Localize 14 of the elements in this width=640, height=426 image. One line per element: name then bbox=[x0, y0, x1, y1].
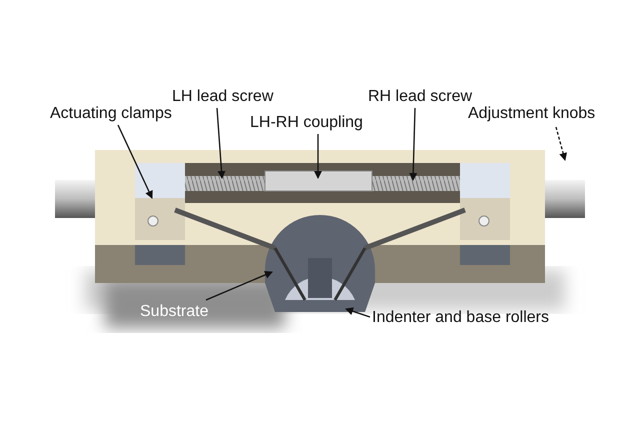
leader-line bbox=[216, 108, 226, 179]
leader-line bbox=[206, 271, 273, 301]
part-label: RH lead screw bbox=[368, 88, 472, 106]
part-label: Indenter and base rollers bbox=[372, 309, 549, 327]
part-label: Actuating clamps bbox=[50, 105, 172, 123]
leader-line bbox=[409, 108, 418, 181]
part-label: LH lead screw bbox=[172, 88, 274, 106]
part-label: Adjustment knobs bbox=[468, 105, 596, 123]
leader-line bbox=[555, 126, 568, 161]
leader-line bbox=[345, 307, 370, 318]
part-label: Substrate bbox=[140, 303, 208, 321]
part-label: LH-RH coupling bbox=[250, 114, 363, 132]
leader-line bbox=[117, 124, 153, 199]
leader-line bbox=[314, 134, 322, 179]
